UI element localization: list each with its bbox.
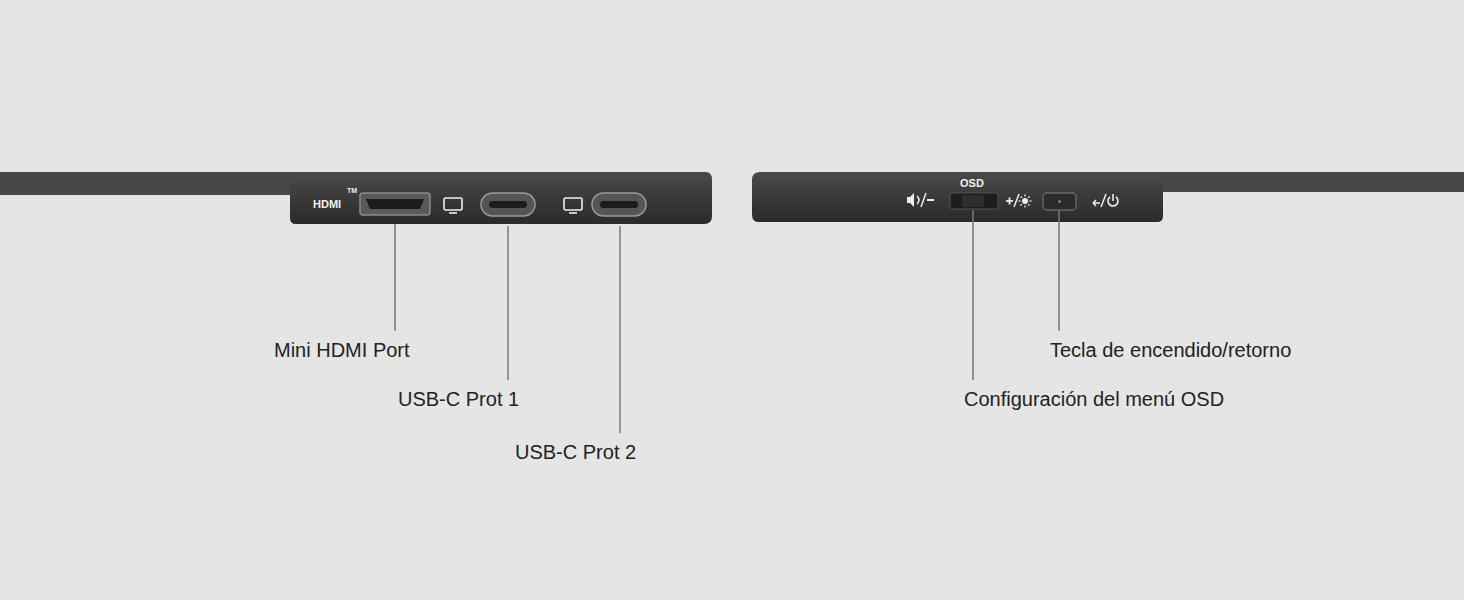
return-icon bbox=[1093, 200, 1100, 206]
leader-line bbox=[394, 224, 396, 331]
usb-c-port bbox=[481, 193, 535, 216]
usb-c-slot bbox=[600, 201, 638, 208]
control-housing bbox=[752, 172, 1163, 222]
switch-label: Configuración del menú OSD bbox=[964, 387, 1224, 411]
port-housing bbox=[290, 172, 712, 224]
power-button bbox=[1043, 193, 1076, 210]
osd-marking: OSD bbox=[960, 178, 984, 189]
usb-c-port bbox=[592, 193, 646, 216]
trademark-mark: TM bbox=[347, 187, 357, 194]
leader-line bbox=[972, 210, 974, 380]
leader-line bbox=[619, 226, 621, 433]
port-label: Mini HDMI Port bbox=[274, 338, 410, 362]
port-label: USB-C Prot 2 bbox=[515, 440, 636, 464]
hdmi-logo: HDMI bbox=[313, 199, 341, 210]
hdmi-port bbox=[360, 193, 430, 215]
osd-switch-knob bbox=[962, 195, 984, 207]
power-button-dot bbox=[1058, 200, 1061, 203]
brightness-icon bbox=[1019, 195, 1032, 208]
volume-icon bbox=[907, 193, 914, 207]
usb-c-slot bbox=[489, 201, 527, 208]
display-icon bbox=[564, 198, 582, 210]
display-icon bbox=[449, 212, 457, 214]
minus-icon bbox=[927, 199, 934, 201]
volume-icon bbox=[917, 196, 919, 204]
display-icon bbox=[569, 212, 577, 214]
display-icon bbox=[444, 198, 462, 210]
plus-icon bbox=[1009, 198, 1011, 205]
slash-icon bbox=[1101, 194, 1106, 207]
osd-switch bbox=[950, 193, 998, 209]
leader-line bbox=[1058, 211, 1060, 331]
power-icon bbox=[1112, 194, 1114, 201]
slash-icon bbox=[921, 193, 926, 207]
port-label: USB-C Prot 1 bbox=[398, 387, 519, 411]
hdmi-slot bbox=[366, 199, 424, 209]
panel-edge bbox=[1155, 172, 1464, 192]
brightness-icon bbox=[1022, 198, 1028, 204]
slash-icon bbox=[1014, 194, 1019, 207]
leader-line bbox=[507, 226, 509, 380]
button-label: Tecla de encendido/retorno bbox=[1050, 338, 1291, 362]
